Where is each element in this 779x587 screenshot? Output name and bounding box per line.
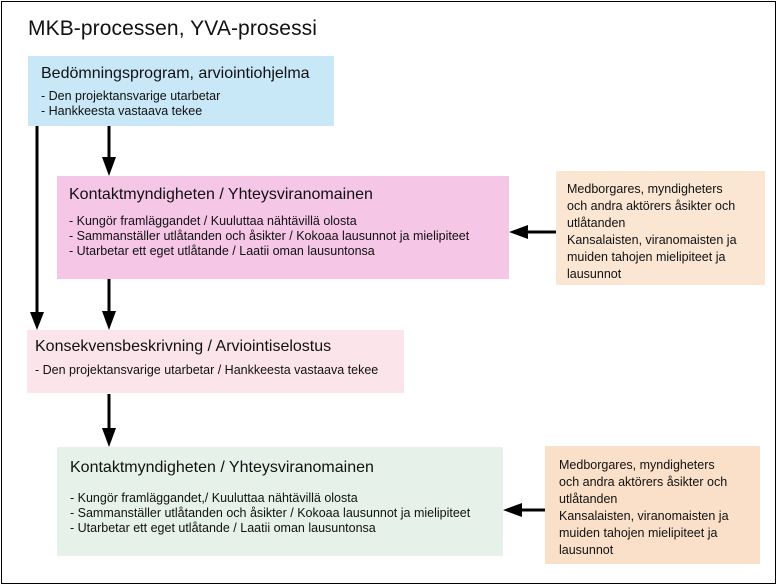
opinions-box-2: Medborgares, myndigheters och andra aktö…: [545, 446, 760, 564]
contact-authority-box-2: Kontaktmyndigheten / Yhteysviranomainen …: [57, 447, 503, 556]
diagram-title: MKB-processen, YVA-prosessi: [28, 17, 318, 40]
opinions-line: Medborgares, myndigheters: [567, 182, 723, 196]
opinions-line: muiden tahojen mielipiteet ja: [567, 250, 726, 264]
arrow-down-icon: [102, 157, 116, 176]
contact-authority-heading-1: Kontaktmyndigheten / Yhteysviranomainen: [69, 186, 373, 203]
list-item: - Hankkeesta vastaava tekee: [41, 104, 203, 118]
list-item: - Den projektansvarige utarbetar: [41, 89, 221, 103]
opinions-box-1: Medborgares, myndigheters och andra aktö…: [556, 171, 765, 285]
assessment-programme-box: Bedömningsprogram, arviointiohjelma - De…: [28, 56, 334, 126]
list-item: - Kungör framläggandet / Kuuluttaa nähtä…: [69, 214, 357, 228]
opinions-line: utlåtanden: [559, 492, 618, 506]
contact-authority-list-2: - Kungör framläggandet,/ Kuuluttaa nähtä…: [70, 491, 503, 536]
opinions-line: muiden tahojen mielipiteet ja: [559, 526, 718, 540]
list-item: - Kungör framläggandet,/ Kuuluttaa nähtä…: [70, 491, 358, 505]
opinions-line: Kansalaisten, viranomaisten ja: [567, 233, 737, 247]
opinions-line: Kansalaisten, viranomaisten ja: [559, 509, 729, 523]
contact-authority-box-1: Kontaktmyndigheten / Yhteysviranomainen …: [57, 176, 509, 279]
list-item: - Den projektansvarige utarbetar / Hankk…: [35, 363, 379, 377]
opinions-line: utlåtanden: [567, 216, 626, 230]
opinions-line: och andra aktörers åsikter och: [559, 475, 728, 489]
impact-description-list: - Den projektansvarige utarbetar / Hankk…: [35, 363, 404, 378]
arrow-left-icon: [503, 503, 522, 517]
opinions-line: lausunnot: [559, 543, 614, 557]
opinions-line: lausunnot: [567, 267, 622, 281]
opinions-line: och andra aktörers åsikter och: [567, 199, 736, 213]
impact-description-box: Konsekvensbeskrivning / Arviointiselostu…: [27, 330, 404, 393]
assessment-programme-heading: Bedömningsprogram, arviointiohjelma: [41, 65, 310, 82]
assessment-programme-list: - Den projektansvarige utarbetar - Hankk…: [41, 89, 334, 119]
arrow-down-icon: [102, 428, 116, 447]
contact-authority-heading-2: Kontaktmyndigheten / Yhteysviranomainen: [70, 459, 374, 476]
list-item: - Sammanställer utlåtanden och åsikter /…: [69, 229, 470, 243]
list-item: - Utarbetar ett eget utlåtande / Laatii …: [70, 521, 376, 535]
arrow-down-icon: [102, 311, 116, 330]
list-item: - Sammanställer utlåtanden och åsikter /…: [70, 506, 471, 520]
impact-description-heading: Konsekvensbeskrivning / Arviointiselostu…: [35, 338, 332, 355]
arrow-down-icon: [30, 312, 44, 330]
list-item: - Utarbetar ett eget utlåtande / Laatii …: [69, 244, 375, 258]
opinions-line: Medborgares, myndigheters: [559, 458, 715, 472]
contact-authority-list-1: - Kungör framläggandet / Kuuluttaa nähtä…: [69, 214, 509, 259]
arrow-left-icon: [509, 225, 528, 239]
